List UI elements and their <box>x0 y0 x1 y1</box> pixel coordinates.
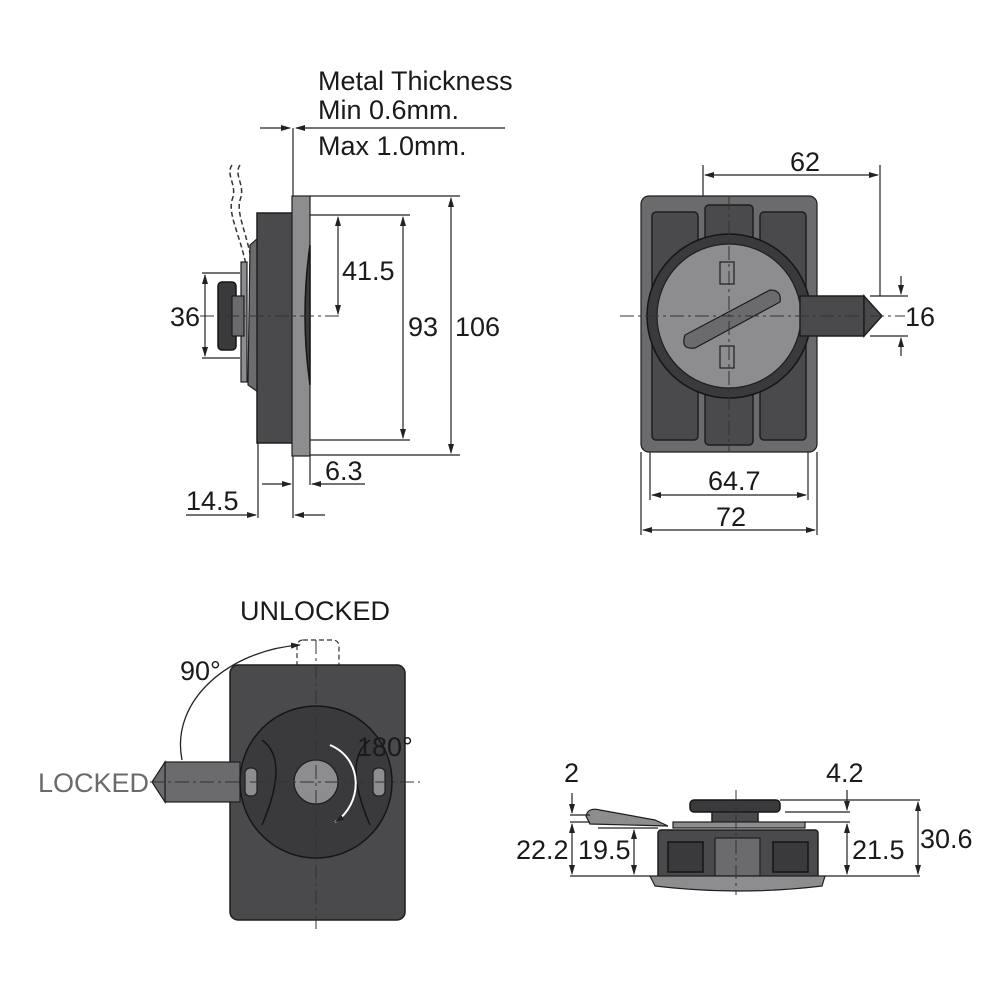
metal-thickness-min: Min 0.6mm. <box>318 95 459 125</box>
handle-swing-dashed <box>229 164 247 266</box>
metal-thickness-max: Max 1.0mm. <box>318 131 467 161</box>
locked-label: LOCKED <box>38 768 149 798</box>
angle-180-label: 180° <box>357 732 413 762</box>
rear-view: UNLOCKED 90° 180° LOCKED <box>38 596 420 930</box>
dim-93: 93 <box>408 312 438 342</box>
dim-6-3: 6.3 <box>325 456 363 486</box>
rotation-arrow-180 <box>329 744 357 823</box>
dim-22-2: 22.2 <box>516 835 569 865</box>
dim-30-6: 30.6 <box>920 824 973 854</box>
dim-21-5: 21.5 <box>852 835 905 865</box>
angle-90-label: 90° <box>180 656 221 686</box>
dim-4-2: 4.2 <box>826 758 864 788</box>
dim-72: 72 <box>716 502 746 532</box>
metal-thickness-title: Metal Thickness <box>318 66 513 96</box>
profile-flange <box>649 875 826 892</box>
dim-64-7: 64.7 <box>708 466 761 496</box>
rotation-arrow-90 <box>179 642 301 761</box>
dim-2: 2 <box>564 758 579 788</box>
profile-view: 2 22.2 19.5 4.2 21.5 30.6 <box>516 758 973 895</box>
dim-36: 36 <box>170 302 200 332</box>
dim-106: 106 <box>455 312 500 342</box>
lock-body <box>256 212 296 444</box>
dim-16: 16 <box>905 302 935 332</box>
dim-14-5: 14.5 <box>186 486 239 516</box>
top-knob <box>689 799 781 813</box>
unlocked-label: UNLOCKED <box>240 596 390 626</box>
lever <box>585 808 669 827</box>
cam <box>683 289 781 349</box>
dim-19-5: 19.5 <box>578 835 631 865</box>
dim-41-5: 41.5 <box>342 256 395 286</box>
side-view: Metal Thickness Min 0.6mm. Max 1.0mm. 41… <box>170 66 513 518</box>
front-view: 62 16 64.7 72 <box>620 147 935 535</box>
dim-62: 62 <box>790 147 820 177</box>
